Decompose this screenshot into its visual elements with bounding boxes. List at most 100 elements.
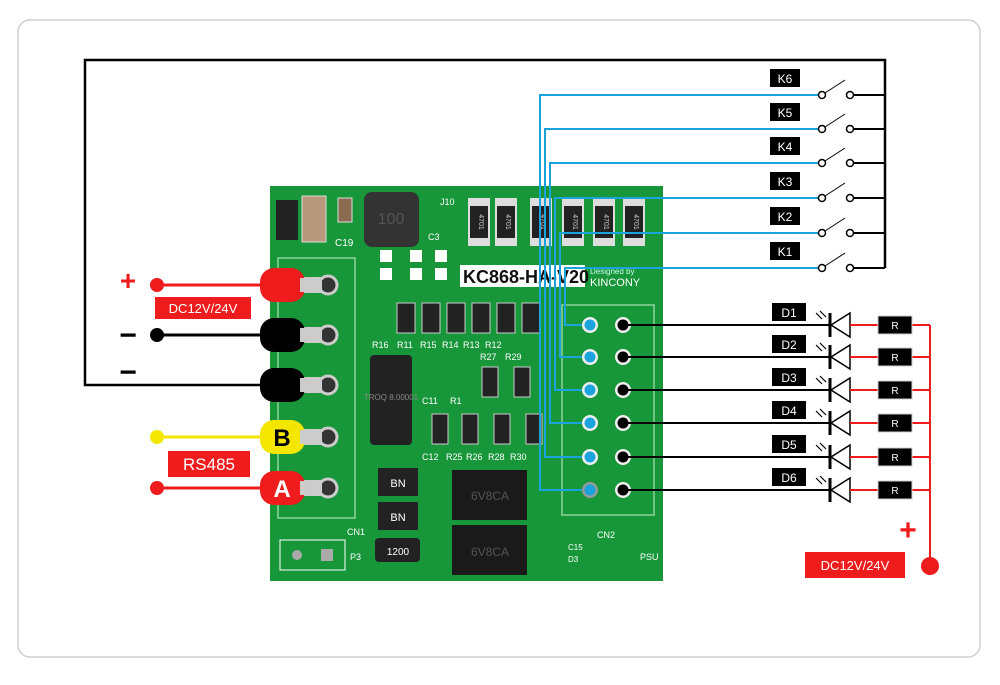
connector-minus xyxy=(260,318,305,352)
led-label-D5: D5 xyxy=(781,438,797,452)
connector-lead xyxy=(300,430,322,444)
header-pin-relay xyxy=(584,351,596,363)
power-label-right: DC12V/24V xyxy=(821,558,890,573)
connector-plus xyxy=(260,268,305,302)
wire-end-a xyxy=(150,481,164,495)
smd-resistor xyxy=(431,413,449,445)
led-label-D4: D4 xyxy=(781,404,797,418)
silk-j10: J10 xyxy=(440,197,455,207)
led-light-icon xyxy=(815,342,827,352)
brand-label: KINCONY xyxy=(590,277,641,289)
led-light-icon xyxy=(815,375,827,385)
led-label-bg xyxy=(772,303,806,321)
silk-c19: C19 xyxy=(335,238,354,249)
relay-contact xyxy=(817,158,827,168)
resistor-box xyxy=(877,380,913,400)
relay-contact xyxy=(845,124,855,134)
silk-label: R16 xyxy=(372,340,389,350)
wire-end-minus xyxy=(150,328,164,342)
relay-switch-arm xyxy=(824,113,846,128)
header-pin-relay xyxy=(584,451,596,463)
pad xyxy=(410,268,422,280)
resistor-box xyxy=(877,347,913,367)
shunt-label: TROQ 8.00001 xyxy=(364,393,419,402)
pad xyxy=(380,268,392,280)
plus-sign-right: + xyxy=(899,514,917,547)
resistor-code: 4701 xyxy=(477,214,484,230)
relay-contact xyxy=(845,193,855,203)
tvs-label-2: 6V8CA xyxy=(471,545,509,559)
relay-label-K4: K4 xyxy=(778,140,793,154)
led-light-icon xyxy=(815,310,827,320)
relay-contact xyxy=(845,90,855,100)
relay-label-bg xyxy=(770,207,800,225)
resistor-box xyxy=(877,315,913,335)
pad xyxy=(410,250,422,262)
smd-resistor xyxy=(496,302,516,334)
relay-contact xyxy=(845,158,855,168)
silk-c3: C3 xyxy=(428,232,440,242)
connector-minus xyxy=(260,368,305,402)
silk-label: C12 xyxy=(422,452,439,462)
connector-lead xyxy=(300,278,322,292)
relay-switch-arm xyxy=(824,252,846,267)
relay-label-bg xyxy=(770,172,800,190)
relay-label-bg xyxy=(770,69,800,87)
power-label-left-bg xyxy=(155,297,251,319)
relay-wire-K4 xyxy=(549,162,820,424)
relay-contact xyxy=(845,263,855,273)
led-light-icon xyxy=(815,442,827,452)
smd-resistor xyxy=(421,302,441,334)
resistor-box xyxy=(877,447,913,467)
relay-switch-arm xyxy=(824,79,846,94)
pad xyxy=(380,250,392,262)
led-label-bg xyxy=(772,401,806,419)
led-supply-terminal xyxy=(921,557,939,575)
silk-label: R12 xyxy=(485,340,502,350)
resistor-label: R xyxy=(891,321,898,332)
resistor-label: R xyxy=(891,386,898,397)
connector-a xyxy=(260,471,305,505)
wire-end-plus xyxy=(150,278,164,292)
board-model: KC868-HA-V20 xyxy=(463,267,589,287)
pin-a-label: A xyxy=(273,476,290,503)
silk-label: C11 xyxy=(422,396,438,406)
relay-wire-K1 xyxy=(564,267,820,326)
led-label-D3: D3 xyxy=(781,371,797,385)
relay-label-K2: K2 xyxy=(778,210,793,224)
resistor xyxy=(564,206,582,238)
resistor-label: R xyxy=(891,419,898,430)
led-label-bg xyxy=(772,368,806,386)
led-label-bg xyxy=(772,435,806,453)
silk-psu: PSU xyxy=(640,552,659,562)
resistor-label: R xyxy=(891,453,898,464)
wire-end-b xyxy=(150,430,164,444)
silk-d3: D3 xyxy=(568,555,579,564)
resistor-label: R xyxy=(891,353,898,364)
silk-label: R27 xyxy=(480,352,497,362)
silk-label: R1 xyxy=(450,396,462,406)
bn-label-2: BN xyxy=(390,512,405,524)
r1200-label: 1200 xyxy=(387,547,410,558)
led-light-icon xyxy=(815,408,827,418)
silk-label: R15 xyxy=(420,340,437,350)
designed-by: Designed by xyxy=(590,267,634,276)
header-pin-relay xyxy=(584,484,596,496)
resistor xyxy=(470,206,488,238)
silk-label: R25 xyxy=(446,452,463,462)
silk-cn1: CN1 xyxy=(347,527,365,537)
silk-label: R30 xyxy=(510,452,527,462)
pad xyxy=(435,268,447,280)
relay-label-K5: K5 xyxy=(778,106,793,120)
relay-switch-arm xyxy=(824,217,846,232)
header-pin-relay xyxy=(584,319,596,331)
smd-resistor xyxy=(521,302,541,334)
smd-resistor xyxy=(461,413,479,445)
relay-wire-K5 xyxy=(544,128,820,458)
resistor xyxy=(625,206,643,238)
tvs-label-1: 6V8CA xyxy=(471,489,509,503)
led-label-D2: D2 xyxy=(781,338,797,352)
silk-cn2: CN2 xyxy=(597,530,615,540)
inductor-label: 100 xyxy=(378,211,405,228)
